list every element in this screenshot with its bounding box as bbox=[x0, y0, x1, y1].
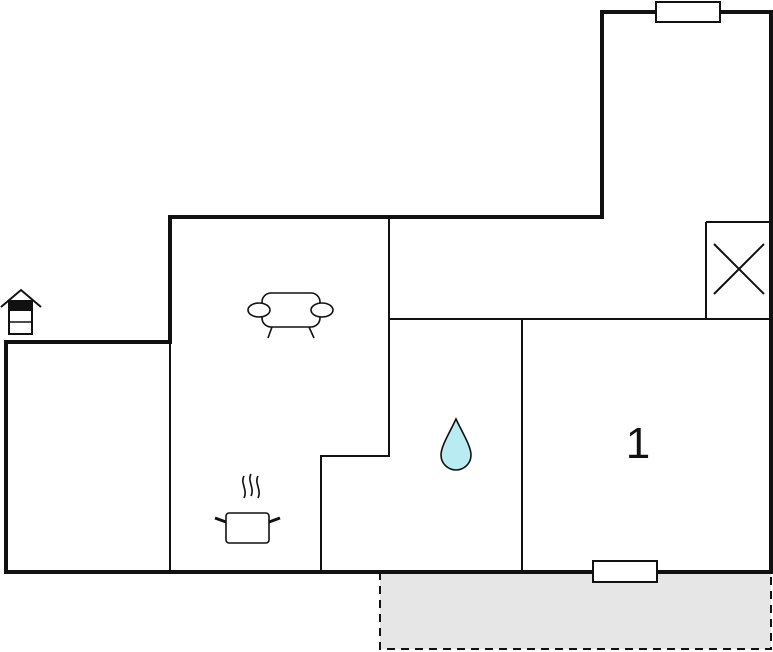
exterior-walls bbox=[4, 10, 773, 574]
crossed-box-icon bbox=[713, 243, 765, 295]
house-entrance-icon bbox=[0, 288, 42, 335]
window-bottom bbox=[592, 560, 658, 583]
interior-walls bbox=[169, 217, 769, 571]
terrace bbox=[379, 572, 772, 650]
room-label-bedroom: 1 bbox=[626, 419, 650, 468]
water-drop-icon bbox=[440, 417, 472, 471]
cooking-pot-icon bbox=[214, 473, 281, 544]
window-top bbox=[655, 1, 721, 23]
sofa-icon bbox=[247, 292, 334, 339]
